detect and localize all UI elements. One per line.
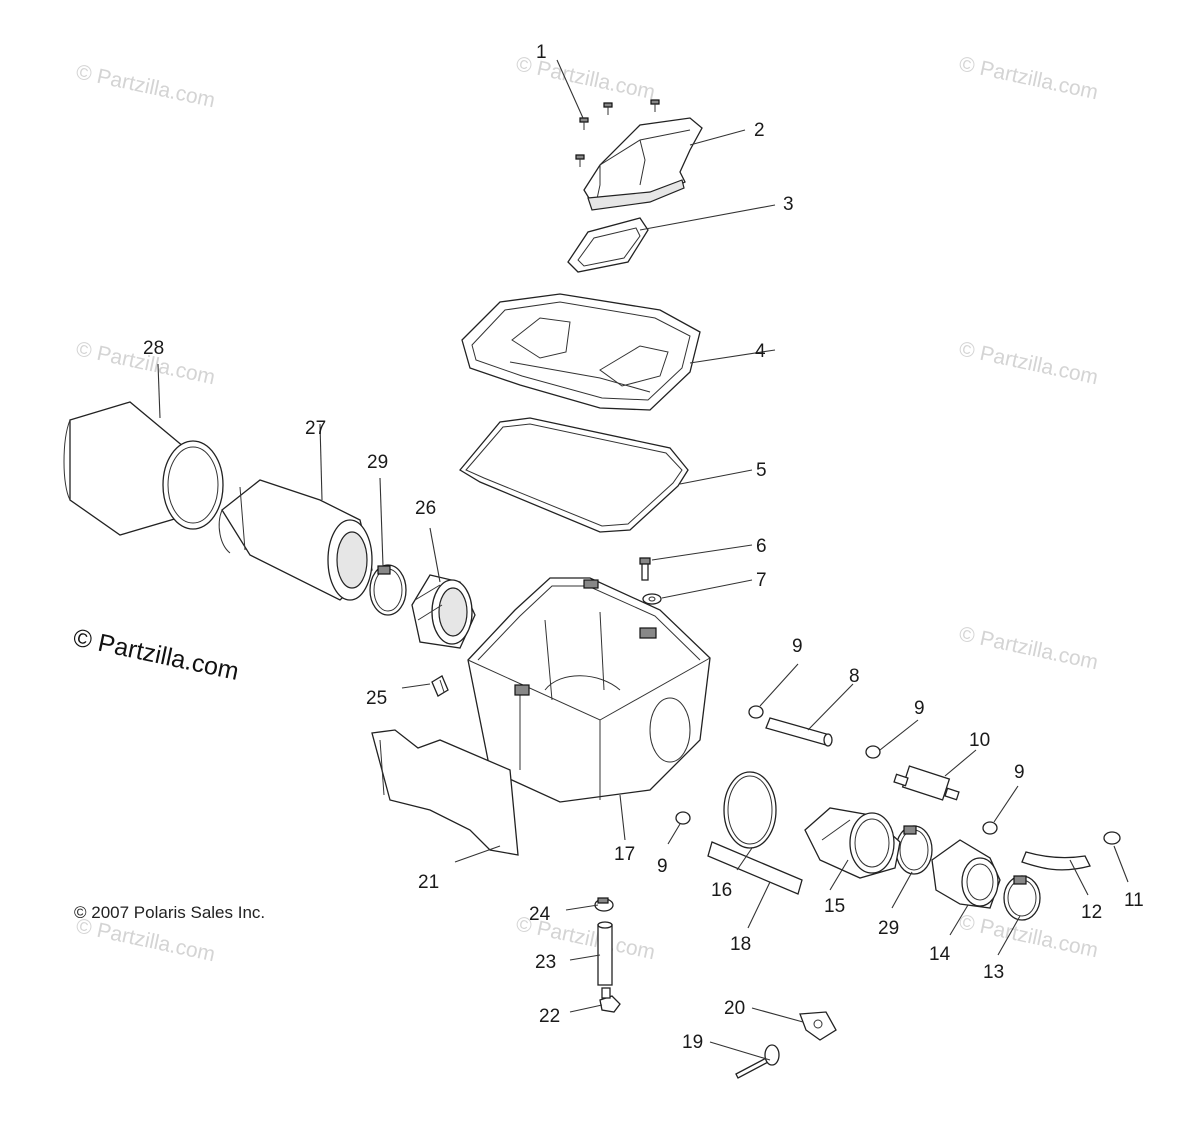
watermark: © Partzilla.com xyxy=(957,52,1100,104)
part-airbox-lid xyxy=(461,293,701,411)
part-bolt xyxy=(639,557,651,581)
callouts: 1 2 3 4 5 6 7 28 27 29 26 25 21 17 9 8 9… xyxy=(143,42,1144,1053)
callout-9c: 9 xyxy=(1014,762,1025,783)
part-drain-tube xyxy=(707,841,803,895)
callout-14: 14 xyxy=(929,944,951,965)
callout-9a: 9 xyxy=(792,636,803,657)
callout-27: 27 xyxy=(305,418,326,439)
part-clamp-13 xyxy=(1003,875,1041,921)
callout-15: 15 xyxy=(824,896,845,917)
callout-4: 4 xyxy=(755,341,766,362)
callout-9b: 9 xyxy=(914,698,925,719)
callout-29-lower: 29 xyxy=(878,918,899,939)
callout-7: 7 xyxy=(756,570,767,591)
callout-11: 11 xyxy=(1124,890,1144,911)
callout-3: 3 xyxy=(783,194,794,215)
callout-8: 8 xyxy=(849,666,860,687)
callout-24: 24 xyxy=(529,904,551,925)
callout-17: 17 xyxy=(614,844,635,865)
callout-21: 21 xyxy=(418,872,439,893)
part-hose-clamp xyxy=(369,564,407,616)
leader-lines xyxy=(157,59,1129,1061)
part-hose xyxy=(765,717,833,747)
callout-28: 28 xyxy=(143,338,164,359)
callout-10: 10 xyxy=(969,730,990,751)
callout-26: 26 xyxy=(415,498,436,519)
part-adapter-ring xyxy=(411,574,476,649)
part-boot xyxy=(931,839,1001,909)
brand-watermark: © Partzilla.com xyxy=(71,623,242,685)
part-intake-duct xyxy=(583,117,703,211)
part-washer xyxy=(642,593,662,605)
callout-16: 16 xyxy=(711,880,732,901)
part-seal xyxy=(459,417,689,533)
callout-5: 5 xyxy=(756,460,767,481)
part-prefilter xyxy=(63,401,224,536)
callout-1: 1 xyxy=(536,42,547,63)
callout-20: 20 xyxy=(724,998,745,1019)
part-adapter xyxy=(804,807,901,879)
part-rivet xyxy=(735,1044,780,1079)
part-panel xyxy=(371,729,519,856)
part-breather xyxy=(893,765,960,801)
watermark: © Partzilla.com xyxy=(74,914,217,966)
callout-25: 25 xyxy=(366,688,387,709)
watermark: © Partzilla.com xyxy=(957,622,1100,674)
part-vent-hose xyxy=(1021,851,1091,871)
callout-9d: 9 xyxy=(657,856,668,877)
callout-13: 13 xyxy=(983,962,1004,983)
part-clips xyxy=(675,705,998,835)
part-air-filter xyxy=(218,479,373,601)
callout-18: 18 xyxy=(730,934,751,955)
part-tube xyxy=(597,921,613,986)
part-hose-clamp-lower xyxy=(895,825,933,875)
part-gasket xyxy=(567,217,649,273)
callout-19: 19 xyxy=(682,1032,703,1053)
callout-6: 6 xyxy=(756,536,767,557)
callout-12: 12 xyxy=(1081,902,1102,923)
watermark: © Partzilla.com xyxy=(957,337,1100,389)
part-clip-small xyxy=(1103,831,1121,845)
callout-2: 2 xyxy=(754,120,765,141)
part-screws xyxy=(575,99,660,167)
part-bracket xyxy=(799,1011,837,1041)
copyright-notice: © 2007 Polaris Sales Inc. xyxy=(74,903,265,922)
part-o-ring xyxy=(723,771,777,849)
part-valve xyxy=(599,987,621,1013)
callout-23: 23 xyxy=(535,952,556,973)
callout-29-upper: 29 xyxy=(367,452,388,473)
callout-22: 22 xyxy=(539,1006,560,1027)
part-clip xyxy=(431,675,449,697)
watermark: © Partzilla.com xyxy=(74,60,217,112)
